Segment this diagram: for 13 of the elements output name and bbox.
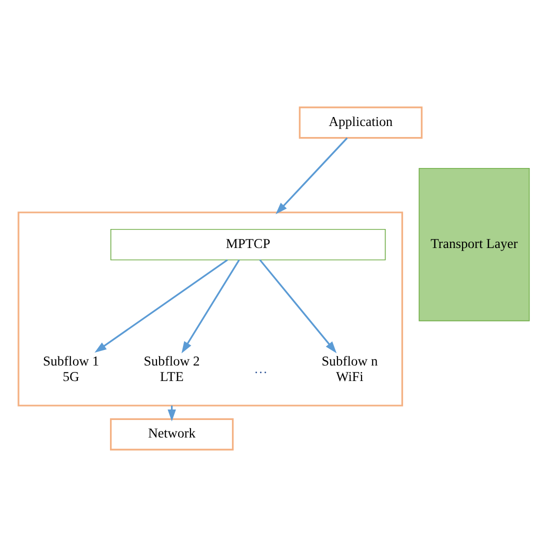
arrow bbox=[259, 259, 337, 354]
node-text: Subflow 2 LTE bbox=[144, 354, 200, 384]
arrow bbox=[94, 259, 228, 353]
label: … bbox=[254, 361, 268, 376]
cluster bbox=[18, 212, 404, 406]
node-text: Subflow n WiFi bbox=[322, 354, 378, 384]
node-box: Network bbox=[110, 418, 234, 450]
node-box: Application bbox=[298, 106, 423, 139]
node-text: Subflow 1 5G bbox=[42, 354, 100, 384]
node-box: MPTCP bbox=[110, 228, 386, 260]
node-box: Transport Layer bbox=[418, 168, 530, 322]
arrow bbox=[276, 137, 348, 214]
arrow bbox=[182, 259, 240, 354]
